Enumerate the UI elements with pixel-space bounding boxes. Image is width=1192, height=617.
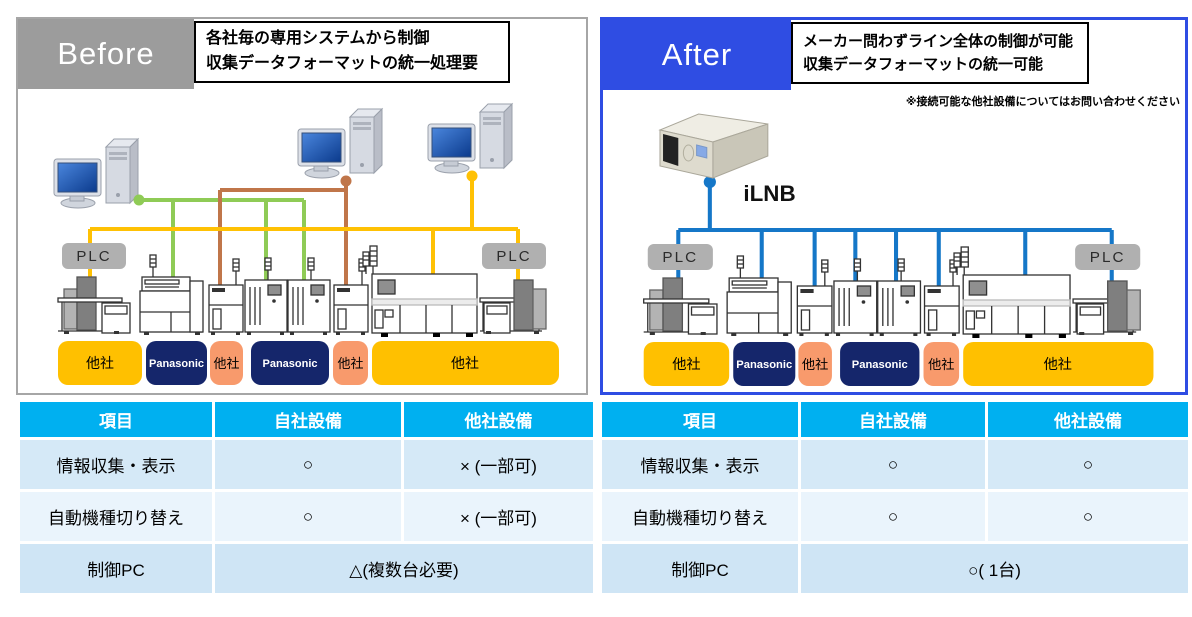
plc-box-right: PLC (482, 243, 546, 269)
desktop-pc-icon (53, 138, 139, 209)
after-comparison-table: 項目 自社設備 他社設備 情報収集・表示 ○ ○ 自動機種切り替え ○ ○ 制御… (602, 402, 1188, 593)
after-badge: After (661, 37, 733, 72)
plc-box-right: PLC (1075, 244, 1141, 270)
before-title-line1: 各社毎の専用システムから制御 (206, 30, 430, 48)
yellow-node-dot (466, 170, 478, 182)
table-header-cell: 他社設備 (988, 402, 1188, 437)
after-header-band: After (603, 20, 791, 90)
plc-label: PLC (496, 248, 531, 265)
plc-box-left: PLC (647, 244, 713, 270)
table-cell-merged: △(複数台必要) (215, 544, 593, 593)
table-cell: 情報収集・表示 (602, 440, 798, 489)
blue-node-dot (703, 176, 716, 188)
table-cell: 自動機種切り替え (602, 492, 798, 541)
table-cell: 制御PC (602, 544, 798, 593)
table-cell: ○ (801, 492, 985, 541)
network-line-brown (218, 181, 348, 285)
after-title-line1: メーカー問わずライン全体の制御が可能 (803, 32, 1074, 50)
table-cell: ○ (215, 492, 401, 541)
table-cell: ○ (801, 440, 985, 489)
desktop-pc-icon (427, 103, 513, 174)
table-cell: × (一部可) (404, 440, 593, 489)
table-cell: 情報収集・表示 (20, 440, 212, 489)
plc-box-left: PLC (62, 243, 126, 269)
table-cell: ○ (988, 492, 1188, 541)
table-cell: 制御PC (20, 544, 212, 593)
before-panel: PLC PLC Before 各社毎の専用システムから制御 収集データフォーマッ… (16, 17, 588, 395)
ilnb-label: iLNB (743, 181, 795, 206)
table-cell: 自動機種切り替え (20, 492, 212, 541)
table-cell: ○ (988, 440, 1188, 489)
table-cell: × (一部可) (404, 492, 593, 541)
brown-node-dot (340, 175, 352, 187)
desktop-pc-icon (297, 108, 383, 179)
before-title-box: 各社毎の専用システムから制御 収集データフォーマットの統一処理要 (194, 21, 510, 83)
table-header-cell: 項目 (602, 402, 798, 437)
plc-label: PLC (662, 249, 698, 266)
before-comparison-table: 項目 自社設備 他社設備 情報収集・表示 ○ × (一部可) 自動機種切り替え … (20, 402, 593, 593)
table-header-cell: 項目 (20, 402, 212, 437)
plc-label: PLC (76, 248, 111, 265)
after-panel: iLNB PLC PLC After メーカー問わずライン全体の制御が可能 収集… (600, 17, 1188, 395)
table-header-cell: 自社設備 (801, 402, 985, 437)
table-header-cell: 自社設備 (215, 402, 401, 437)
after-note: ※接続可能な他社設備についてはお問い合わせください (905, 96, 1180, 108)
after-diagram: iLNB PLC PLC (643, 113, 1155, 387)
after-title-box: メーカー問わずライン全体の制御が可能 収集データフォーマットの統一可能 (791, 22, 1089, 84)
before-title-line2: 収集データフォーマットの統一処理要 (206, 55, 479, 72)
table-cell: ○ (215, 440, 401, 489)
plc-label: PLC (1090, 249, 1126, 266)
after-title-line2: 収集データフォーマットの統一可能 (803, 56, 1044, 73)
ilnb-device-icon (659, 113, 769, 179)
table-header-cell: 他社設備 (404, 402, 593, 437)
table-cell-merged: ○( 1台) (801, 544, 1188, 593)
before-badge: Before (57, 36, 155, 71)
before-header-band: Before (18, 19, 194, 89)
green-node-dot (133, 194, 145, 206)
before-diagram: PLC PLC (53, 103, 560, 386)
